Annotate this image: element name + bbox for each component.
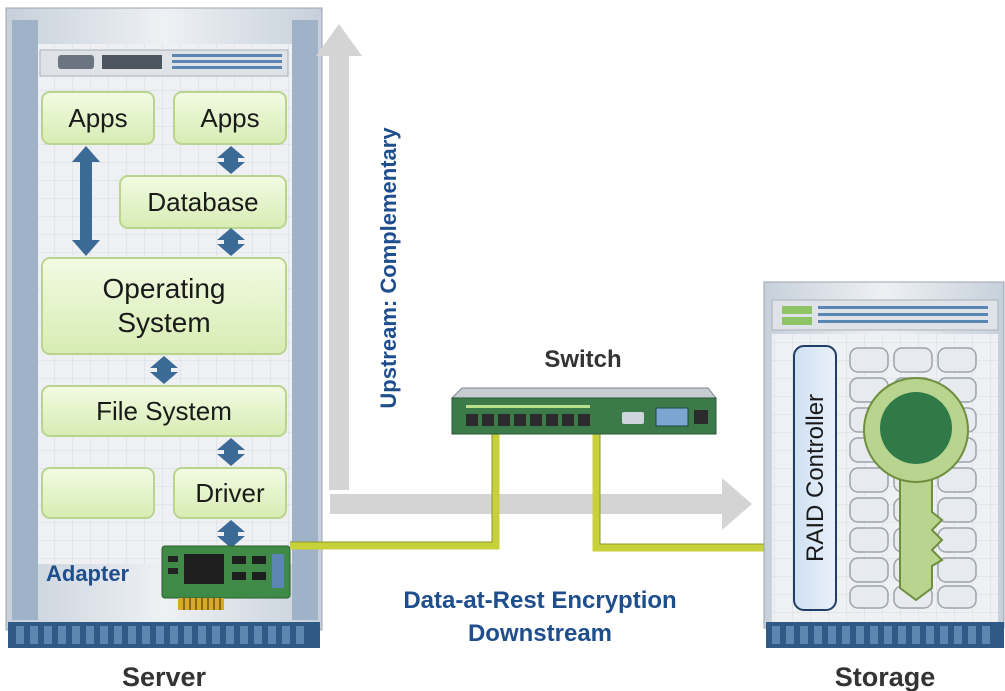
downstream-arrow: [330, 478, 752, 530]
driver-box: [173, 467, 287, 519]
storage-caption: Storage: [835, 662, 936, 691]
apps-right-box: [173, 91, 287, 145]
operating-system-label-line2: System: [117, 307, 210, 338]
cables: [290, 428, 766, 552]
server-base-vents: [16, 626, 304, 644]
file-system-label: File System: [96, 396, 232, 426]
operating-system-label-line1: Operating: [103, 273, 226, 304]
flow-arrows: [316, 24, 752, 530]
adapter-card: [161, 545, 291, 610]
database-os-arrow: [217, 228, 245, 256]
switch-storage-cable: [592, 428, 766, 552]
raid-controller-label: RAID Controller: [802, 394, 829, 562]
database-box: [119, 175, 287, 229]
apps-right-label: Apps: [200, 103, 259, 133]
software-stack: Apps Apps Database Operating System File…: [41, 91, 287, 519]
operating-system-box: [41, 257, 287, 355]
upstream-arrow: [316, 24, 362, 490]
upstream-label: Upstream: Complementary: [376, 127, 401, 409]
downstream-label-line2: Downstream: [468, 620, 612, 647]
filesystem-driver-arrow: [217, 438, 245, 466]
apps-os-arrow: [72, 146, 100, 256]
apps-left-box: [41, 91, 155, 145]
adapter-label: Adapter: [46, 561, 130, 586]
switch-label: Switch: [544, 346, 621, 373]
network-switch: [450, 387, 718, 435]
cable-edges: [290, 428, 766, 545]
server-caption: Server: [122, 662, 207, 691]
database-label: Database: [147, 187, 258, 217]
key-icon: [863, 377, 969, 602]
os-filesystem-arrow: [150, 356, 178, 384]
apps-left-label: Apps: [68, 103, 127, 133]
driver-label: Driver: [195, 478, 265, 508]
server-switch-cable: [290, 428, 500, 550]
empty-box: [41, 467, 155, 519]
raid-controller-panel: [793, 345, 837, 611]
stack-arrows: [72, 146, 245, 548]
downstream-label-line1: Data-at-Rest Encryption: [403, 587, 676, 614]
apps-database-arrow: [217, 146, 245, 174]
file-system-box: [41, 385, 287, 437]
driver-adapter-arrow: [217, 520, 245, 548]
